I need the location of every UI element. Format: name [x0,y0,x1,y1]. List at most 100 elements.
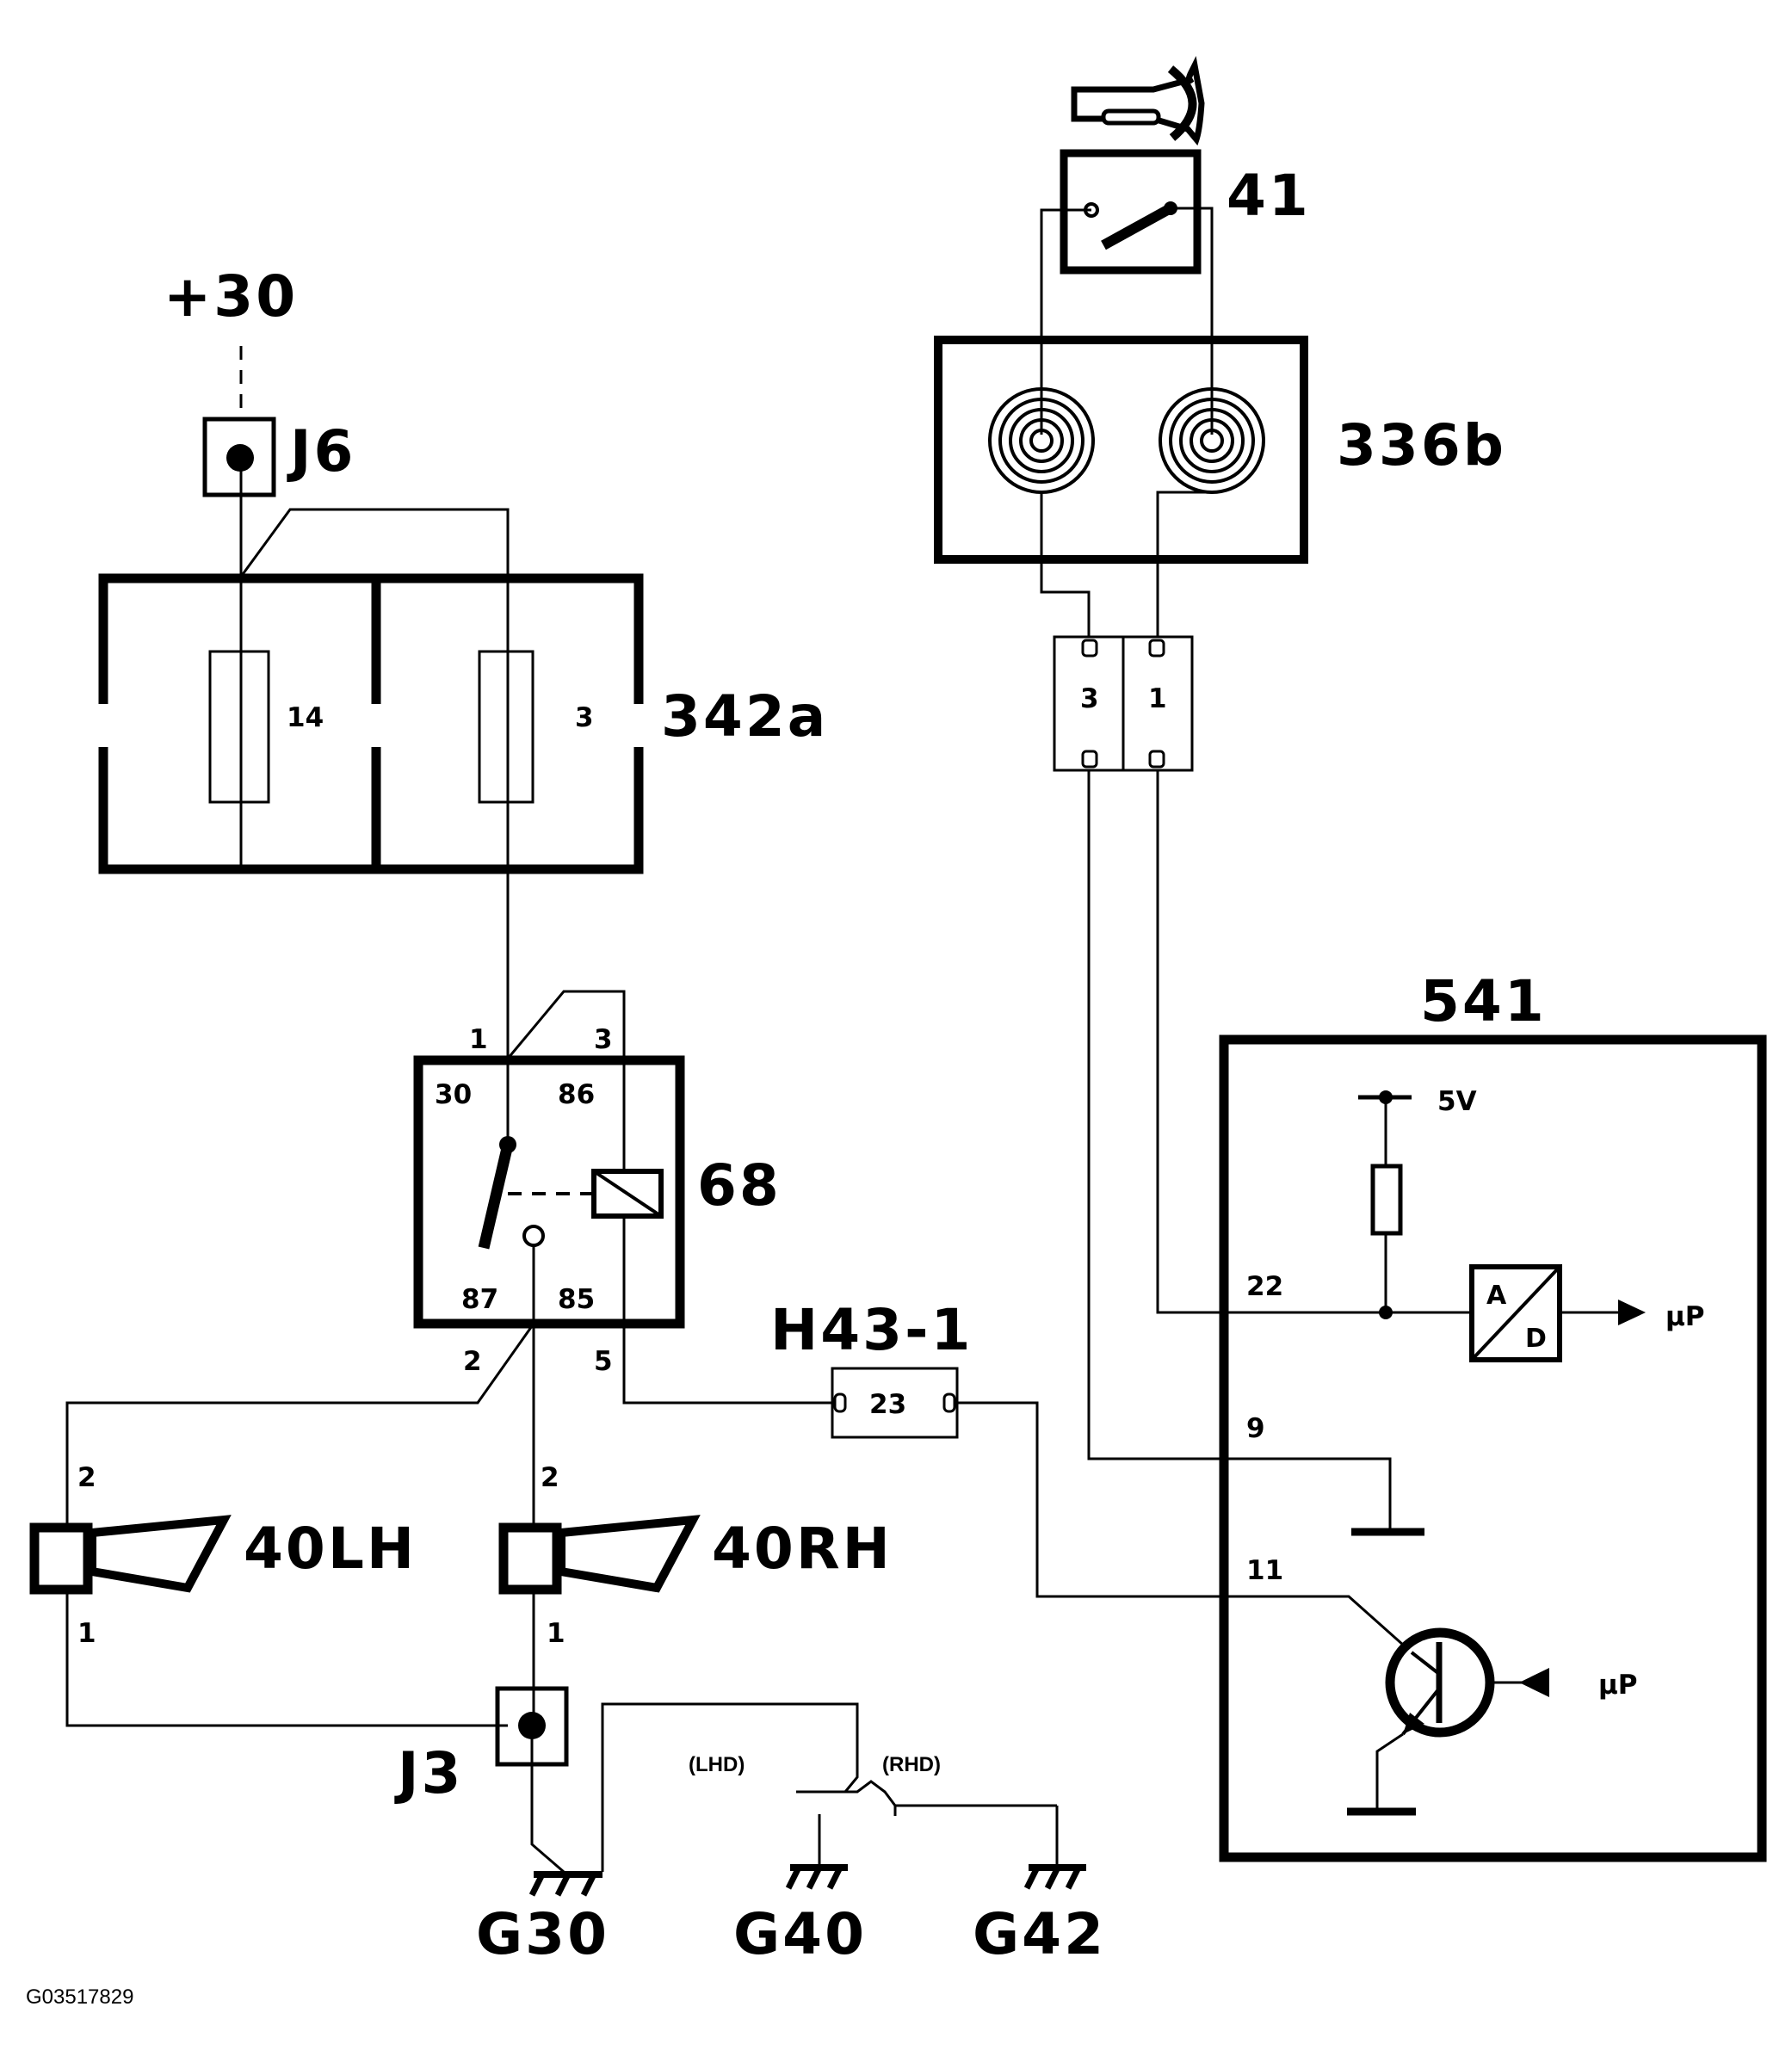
cs-pin-1-label: 1 [1148,683,1167,714]
switch-41-label: 41 [1227,163,1311,229]
supply-plus30: +30 [164,263,298,420]
cs-socket-3-top [1081,639,1098,658]
g40-label: G40 [733,1901,867,1967]
connector-pin-label: 23 [869,1389,906,1420]
adc-a-label: A [1486,1281,1507,1311]
relay-85-label: 85 [558,1284,595,1315]
wire-g30-option [601,1702,859,1872]
clockspring-label: 336b [1337,412,1506,479]
module-pin-11-label: 11 [1246,1555,1283,1586]
relay-68: 1 3 30 86 87 85 68 [413,990,779,1329]
junction-j3: J3 [394,1686,569,1806]
switch-wire-right [1171,207,1214,435]
coil-right-ring-3 [1179,408,1245,473]
fusebox-top [98,573,644,704]
fuse-3 [478,650,535,804]
ground-g42: G42 [973,1864,1106,1967]
switch-41-box [1060,149,1202,275]
clockspring-box [934,336,1308,564]
wire-85-connector [622,1324,832,1405]
coil-left-ring-3 [1009,408,1074,473]
horn-lh-label: 40LH [244,1516,417,1582]
coil-right [1159,387,1265,494]
cs-pin-3-label: 3 [1080,683,1099,714]
relay-30-label: 30 [435,1079,472,1110]
j6-box [202,417,276,497]
g30-tick-3 [580,1873,597,1897]
wire-j3-g30 [530,1726,565,1874]
figure-id: G03517829 [26,1985,133,2009]
fusebox-342a: 14 3 342a [98,573,828,874]
horn-rh-bell [557,1515,701,1593]
connector-h43-1: 23 H43-1 [770,1297,973,1439]
relay-87-label: 87 [461,1284,498,1315]
ground-g30: G30 [476,1871,609,1967]
wire-connector-module-11 [957,1401,1412,1654]
module-label: 541 [1420,968,1547,1034]
g40-tick-2 [806,1866,823,1890]
coil-right-ring-4 [1169,398,1255,484]
horn-40rh: 2 1 40RH [498,1462,893,1649]
horn-switch-41: 41 [1040,56,1311,435]
connector-label: H43-1 [770,1297,973,1363]
up-out-label: µP [1665,1301,1705,1332]
transistor-emitter-arrow [1403,1713,1424,1734]
relay-pin-2-label: 2 [463,1346,482,1377]
connector-socket-left [833,1392,847,1413]
relay-pin-5-label: 5 [594,1346,613,1377]
wire-87-horn-lh [65,1323,535,1528]
cs-socket-3-bottom [1081,750,1098,769]
fuse-14 [208,650,270,804]
coil-left [988,387,1095,494]
fuse-14-label: 14 [287,702,324,733]
coil-right-ring-1 [1200,429,1224,453]
horn-40lh: 2 1 40LH [29,1462,417,1649]
horn-lh-pin-1-label: 1 [77,1618,96,1649]
rhd-label: (RHD) [882,1753,941,1776]
horn-icon [1071,56,1205,146]
wire-cs1-module-22 [1156,770,1472,1314]
wire-horn-lh-j3 [65,1590,508,1727]
j6-node [226,444,254,472]
adc-diagonal [1470,1265,1561,1362]
g42-tick-3 [1065,1866,1082,1890]
g30-label: G30 [476,1901,609,1967]
j6-label: J6 [287,418,355,485]
module-pullup-resistor [1370,1164,1403,1236]
supply-label: +30 [164,263,298,330]
module-box [1219,1034,1767,1862]
coil-left-ring-2 [1019,418,1064,463]
relay-87-contact [522,1225,545,1247]
switch-41-lever [1101,203,1173,250]
j3-label: J3 [394,1740,463,1806]
horn-lh-body [29,1522,93,1595]
relay-wire-pin3 [506,990,626,1192]
wire-cs3-module-9 [1087,770,1392,1532]
fuse-3-label: 3 [575,702,594,733]
cs-socket-1-top [1148,639,1165,658]
horn-rh-label: 40RH [712,1516,893,1582]
fusebox-bottom [98,747,644,874]
g42-label: G42 [973,1901,1106,1967]
junction-j6: J6 [202,417,355,497]
module-541: 541 5V 22 A D µP 9 11 µP [1219,968,1767,1862]
horn-icon-bell [1167,65,1197,141]
horn-rh-pin-1-label: 1 [547,1618,565,1649]
relay-coil-diagonal [592,1170,663,1218]
relay-86-label: 86 [558,1079,595,1110]
module-pin-22-label: 22 [1246,1271,1283,1302]
coil-left-ring-4 [998,398,1084,484]
relay-switch-arm [478,1143,514,1250]
horn-icon-body [1071,56,1205,146]
module-pin-9-label: 9 [1246,1413,1265,1444]
transistor-collector [1410,1651,1441,1676]
g40-tick-1 [785,1866,802,1890]
g30-tick-1 [528,1873,546,1897]
coil-left-ring-1 [1029,429,1054,453]
adc-output-arrow [1618,1300,1646,1325]
g42-tick-1 [1023,1866,1041,1890]
horn-rh-pin-2-label: 2 [541,1462,559,1493]
g30-tick-2 [554,1873,572,1897]
fusebox-label: 342a [661,683,828,750]
switch-wire-left [1040,208,1091,435]
